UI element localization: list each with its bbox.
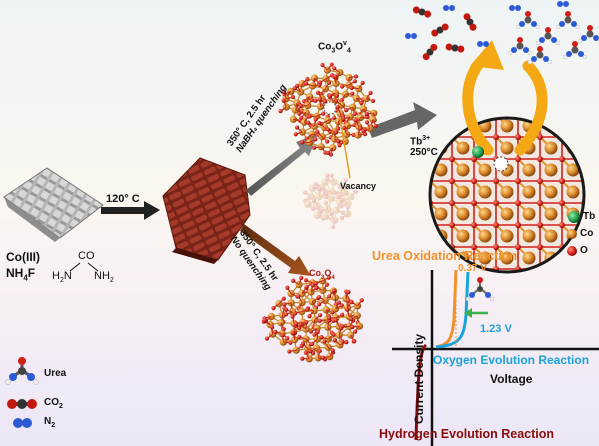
- tb-dopant-atom: [472, 146, 484, 158]
- arrow-lower-path: [240, 224, 311, 276]
- oer-potential: 1.23 V: [480, 323, 512, 335]
- legend-co-label: Co: [580, 228, 594, 239]
- atom-legend-balls: [567, 211, 580, 256]
- polarization-graph: [392, 269, 599, 446]
- graph-urea-molecule: [465, 277, 495, 302]
- shift-arrow: [464, 308, 488, 318]
- vacancy-label: Vacancy: [340, 181, 377, 191]
- urea-formula-h2n: H2N: [52, 270, 72, 285]
- urea-formula-nh2: NH2: [94, 270, 114, 285]
- yellow-curved-arrow: [462, 40, 548, 156]
- crystal-pristine: [261, 275, 364, 363]
- legend-n2-label: N2: [44, 416, 56, 429]
- precursor-nh4f-label: NH4F: [6, 266, 36, 283]
- crystal-vacancy: [278, 62, 378, 179]
- uor-title: Urea Oxidation Reaction: [372, 249, 518, 263]
- pristine-product-label: Co3O4: [309, 268, 335, 281]
- vacancy-product-label: Co3Ov4: [318, 40, 351, 55]
- nanorod-cluster: [162, 157, 251, 264]
- step1-temperature: 120° C: [106, 193, 140, 205]
- uor-curve: [435, 269, 458, 349]
- arrow-to-zoom: [368, 102, 437, 138]
- oer-curve: [435, 271, 470, 349]
- graph-y-label: Current Density: [412, 333, 426, 424]
- legend-urea-label: Urea: [44, 368, 67, 379]
- arrow-upper-path: [246, 134, 318, 196]
- arrow-step1: [101, 201, 160, 220]
- urea-molecule-icon: [5, 357, 39, 385]
- legend-o-label: O: [580, 245, 588, 256]
- co2-molecule-icon: [7, 399, 37, 409]
- legend-tb-label: Tb: [583, 211, 596, 222]
- her-curve: [414, 343, 428, 441]
- crystal-vacancy-reflection: [303, 173, 358, 230]
- precursor-co-label: Co(III): [6, 250, 40, 264]
- urea-formula-co: CO: [78, 250, 95, 262]
- product-molecules: [405, 1, 599, 65]
- n2-molecule-icon: [13, 418, 32, 428]
- tb-doping-label: Tb3+ 250°C: [410, 135, 438, 159]
- graph-x-label: Voltage: [490, 372, 533, 386]
- legend-co2-label: CO2: [44, 397, 63, 410]
- oer-title: Oxygen Evolution Reaction: [433, 353, 590, 367]
- her-title: Hydrogen Evolution Reaction: [379, 427, 555, 441]
- uor-potential: 0.37 V: [458, 263, 487, 274]
- precursor-mesh: [3, 167, 104, 242]
